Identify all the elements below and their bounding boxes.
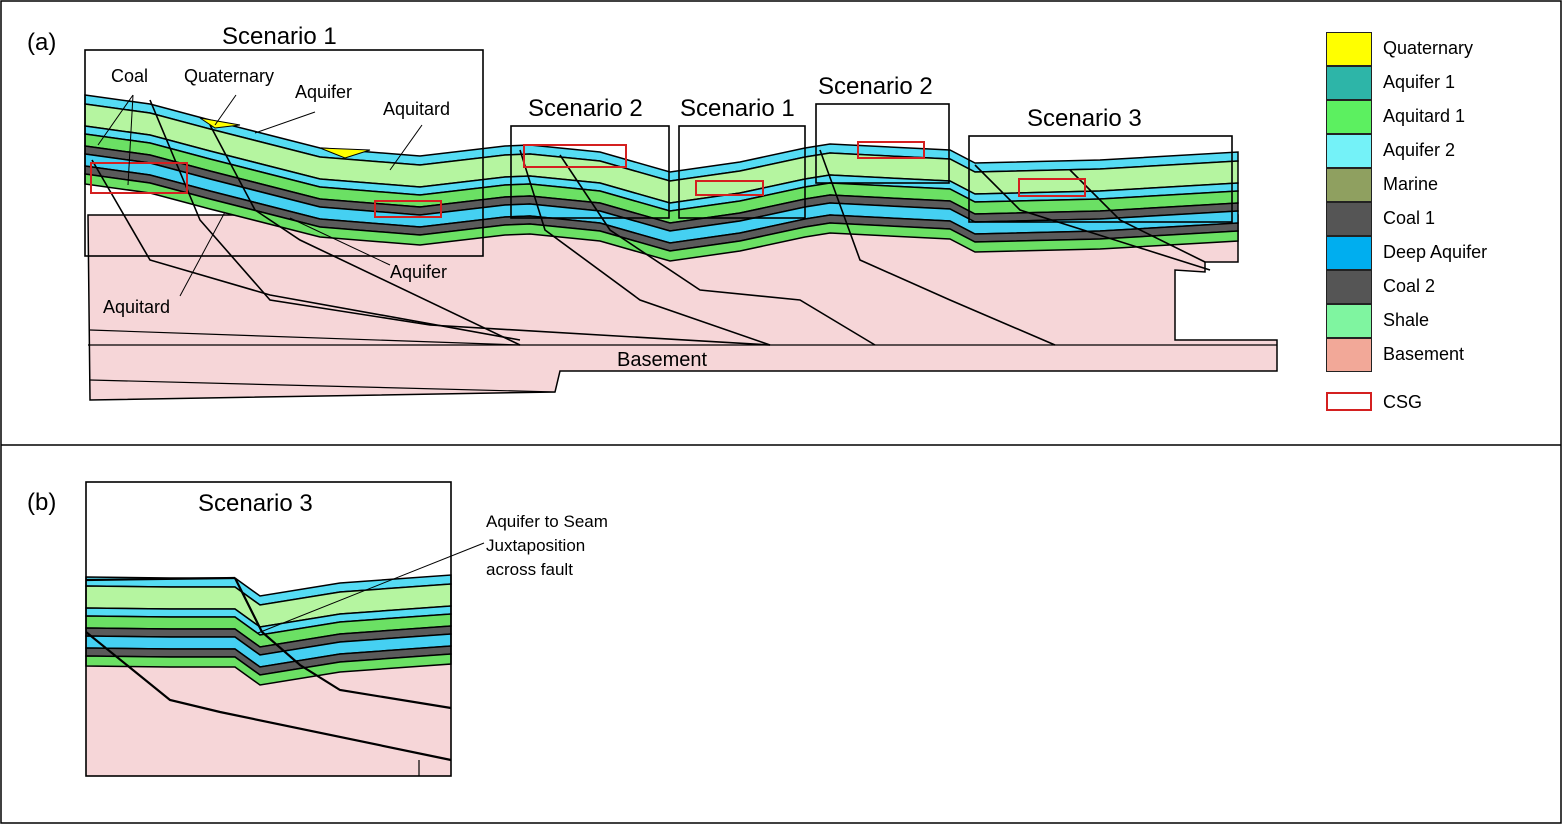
scenario-title: Scenario 1 (680, 95, 795, 122)
annotation-line: across fault (486, 560, 573, 579)
legend-label: Aquifer 2 (1383, 140, 1456, 160)
legend-swatch (1326, 270, 1372, 304)
legend-swatch (1326, 202, 1372, 236)
quaternary-patch (319, 147, 371, 159)
scenario-3-zoom: Scenario 3 Aquifer to Seam Juxtaposition… (85, 481, 608, 777)
legend-item: Deep Aquifer (1326, 236, 1546, 270)
legend-swatch (1326, 168, 1372, 202)
legend-swatch (1326, 304, 1372, 338)
legend-item: Aquifer 1 (1326, 66, 1546, 100)
annotation-line: Juxtaposition (486, 536, 585, 555)
annotation-line: Aquifer to Seam (486, 512, 608, 531)
legend-item: Coal 1 (1326, 202, 1546, 236)
legend-swatch (1326, 338, 1372, 372)
legend-label: Quaternary (1383, 38, 1474, 58)
legend-item: Shale (1326, 304, 1546, 338)
annotation-aquifer: Aquifer (295, 82, 352, 102)
legend-item: Basement (1326, 338, 1546, 372)
panel-b-title: Scenario 3 (198, 490, 313, 517)
annotation-basement: Basement (617, 349, 707, 371)
scenario-boxes (84, 49, 1233, 257)
legend-item: Quaternary (1326, 32, 1546, 66)
legend-swatch (1326, 32, 1372, 66)
annotation-aquitard: Aquitard (383, 99, 450, 119)
legend-label: Basement (1383, 344, 1465, 364)
annotation-leaders (97, 94, 423, 297)
legend-label: Marine (1383, 174, 1439, 194)
legend-swatch (1326, 236, 1372, 270)
legend-label: Aquitard 1 (1383, 106, 1466, 126)
legend-swatch (1326, 134, 1372, 168)
legend-swatch (1326, 392, 1372, 411)
annotation-aquifer: Aquifer (390, 262, 447, 282)
panel-b-label: (b) (27, 489, 56, 516)
annotation-aquitard: Aquitard (103, 297, 170, 317)
annotation-coal: Coal (111, 66, 148, 86)
legend-swatch (1326, 100, 1372, 134)
scenario-title: Scenario 1 (222, 23, 337, 50)
legend-item: Aquifer 2 (1326, 134, 1546, 168)
stratum-layer (84, 173, 1239, 262)
legend-item: Marine (1326, 168, 1546, 202)
annotation-quaternary: Quaternary (184, 66, 274, 86)
legend-label: CSG (1383, 392, 1423, 412)
legend-item-csg: CSG (1326, 392, 1546, 426)
csg-boxes (90, 141, 1086, 218)
legend-item: Aquitard 1 (1326, 100, 1546, 134)
legend-label: Shale (1383, 310, 1430, 330)
legend-label: Aquifer 1 (1383, 72, 1456, 92)
fault-lines (88, 99, 1277, 393)
legend-label: Coal 1 (1383, 208, 1436, 228)
legend-label: Coal 2 (1383, 276, 1436, 296)
panel-a-label: (a) (27, 29, 56, 56)
scenario-title: Scenario 3 (1027, 105, 1142, 132)
strata-panel-a (84, 94, 1239, 262)
quaternary-patch (199, 117, 241, 129)
legend-swatch (1326, 66, 1372, 100)
legend-item: Coal 2 (1326, 270, 1546, 304)
scenario-title: Scenario 2 (528, 95, 643, 122)
legend-label: Deep Aquifer (1383, 242, 1488, 262)
scenario-title: Scenario 2 (818, 73, 933, 100)
